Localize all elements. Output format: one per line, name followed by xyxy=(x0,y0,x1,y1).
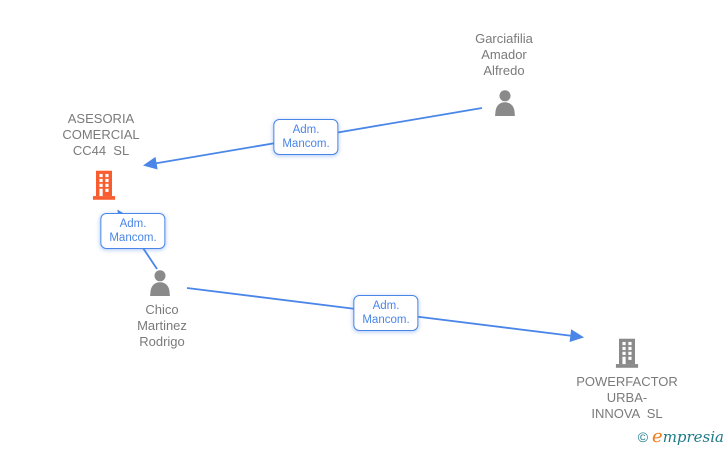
node-label-powerfactor[interactable]: POWERFACTOR URBA- INNOVA SL xyxy=(557,374,697,422)
brand-initial: e xyxy=(652,426,663,447)
building-icon-asesoria[interactable] xyxy=(88,167,120,204)
node-label-line: Martinez xyxy=(137,318,187,333)
edge-label-line: Adm. xyxy=(372,300,400,312)
edge-label-line: Mancom. xyxy=(282,138,330,150)
node-label-line: CC44 SL xyxy=(72,143,130,158)
node-label-asesoria[interactable]: ASESORIA COMERCIAL CC44 SL xyxy=(31,111,171,159)
node-label-line: Garciafilia xyxy=(475,31,533,46)
edge-label-line: Mancom. xyxy=(109,232,157,244)
person-icon-garciafilia[interactable] xyxy=(488,87,522,121)
edge-label-adm-mancom-1: Adm. Mancom. xyxy=(273,119,339,155)
edge-label-line: Mancom. xyxy=(362,314,410,326)
copyright-icon: © xyxy=(637,428,649,445)
empresia-logo[interactable]: © empresia xyxy=(638,426,724,447)
edge-label-adm-mancom-2: Adm. Mancom. xyxy=(100,213,166,249)
empresia-wordmark: empresia xyxy=(652,426,724,447)
node-label-line: POWERFACTOR xyxy=(576,374,678,389)
brand-rest: mpresia xyxy=(662,428,724,446)
node-label-line: Chico xyxy=(145,302,179,317)
node-label-line: INNOVA SL xyxy=(591,406,663,421)
node-label-garciafilia[interactable]: Garciafilia Amador Alfredo xyxy=(444,31,564,79)
node-label-chico[interactable]: Chico Martinez Rodrigo xyxy=(102,302,222,350)
node-label-line: URBA- xyxy=(606,390,648,405)
building-icon-powerfactor[interactable] xyxy=(611,335,643,372)
edge-label-adm-mancom-3: Adm. Mancom. xyxy=(353,295,419,331)
edge-label-line: Adm. xyxy=(292,124,320,136)
person-icon-chico[interactable] xyxy=(143,267,177,301)
node-label-line: COMERCIAL xyxy=(62,127,140,142)
node-label-line: Amador xyxy=(481,47,527,62)
node-label-line: ASESORIA xyxy=(67,111,135,126)
node-label-line: Rodrigo xyxy=(139,334,185,349)
edge-label-line: Adm. xyxy=(119,218,147,230)
node-label-line: Alfredo xyxy=(483,63,525,78)
